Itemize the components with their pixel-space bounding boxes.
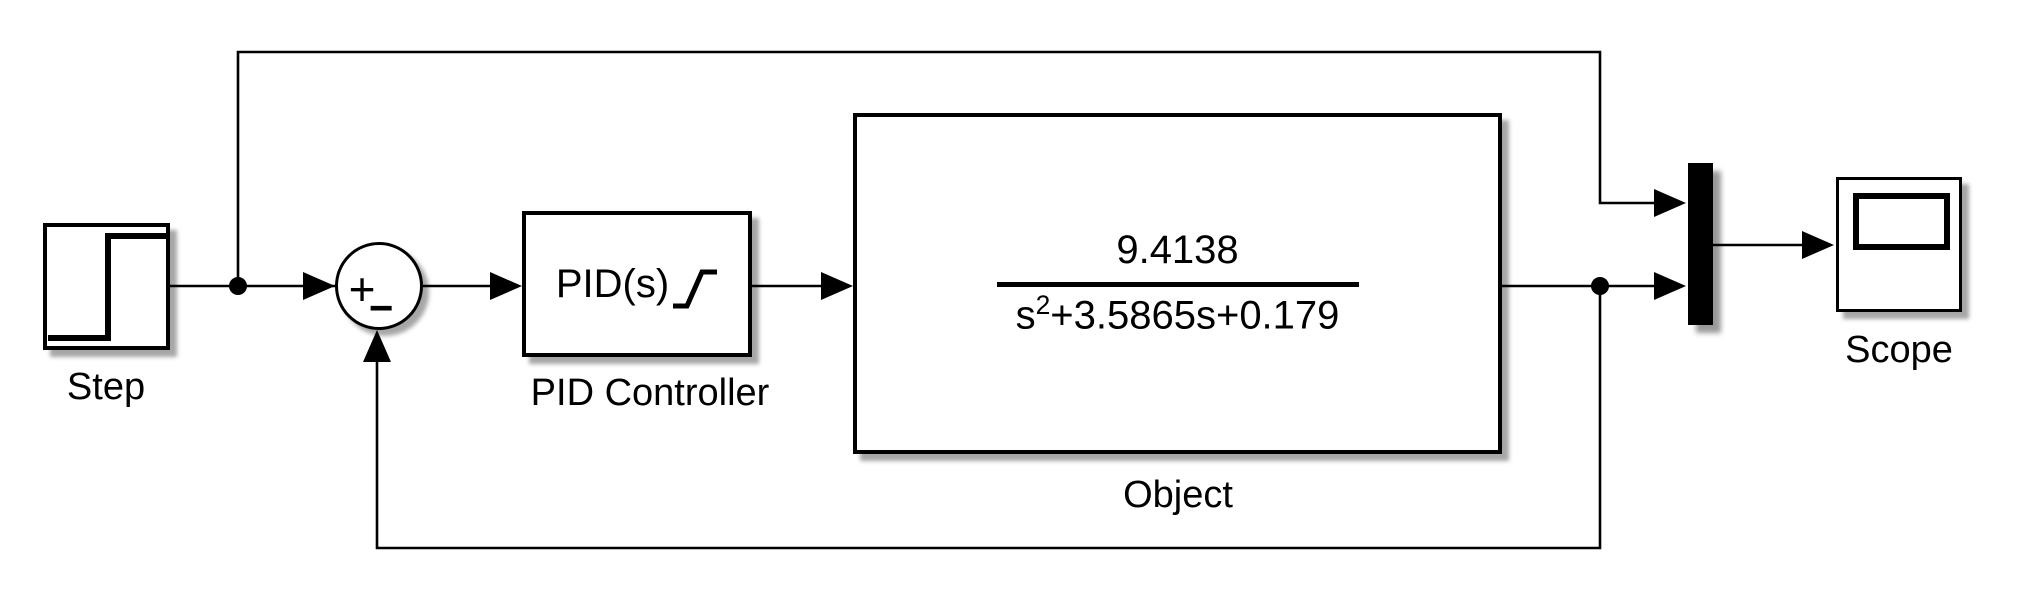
saturation-icon: [673, 269, 718, 309]
wire-sum-to-pid[interactable]: [423, 272, 522, 300]
fraction-bar: [996, 282, 1359, 288]
sum-junction-block[interactable]: + −: [335, 242, 423, 331]
pid-display-text: PID(s): [555, 261, 670, 306]
step-waveform-icon: [48, 233, 166, 341]
tf-den-rest: +3.5865s+0.179: [1050, 293, 1340, 338]
tf-den-base: s: [1015, 293, 1036, 338]
wire-step-to-sum[interactable]: [170, 272, 335, 300]
wire-pid-to-object[interactable]: [752, 272, 853, 300]
arrowhead-icon: [303, 272, 335, 300]
scope-block[interactable]: [1836, 177, 1962, 312]
step-block-label: Step: [66, 366, 146, 409]
pid-controller-block[interactable]: PID(s): [522, 211, 752, 357]
arrowhead-icon: [821, 272, 853, 300]
wire-object-to-mux-bottom[interactable]: [1502, 272, 1686, 300]
arrowhead-icon: [1802, 231, 1834, 259]
pid-controller-label: PID Controller: [530, 372, 770, 415]
object-transfer-fcn-block[interactable]: 9.4138 s2+3.5865s+0.179: [853, 113, 1502, 454]
scope-screen-icon: [1853, 193, 1950, 250]
arrowhead-icon: [1654, 272, 1686, 300]
tf-numerator: 9.4138: [1116, 228, 1239, 273]
step-block[interactable]: [43, 223, 170, 350]
arrowhead-icon: [363, 330, 391, 362]
pid-block-content: PID(s): [556, 259, 718, 309]
sum-minus-sign: −: [368, 284, 394, 331]
scope-block-label: Scope: [1845, 329, 1953, 372]
sum-plus-sign: +: [348, 263, 376, 315]
tf-denominator: s2+3.5865s+0.179: [1016, 290, 1340, 338]
wire-mux-to-scope[interactable]: [1713, 231, 1834, 259]
arrowhead-icon: [490, 272, 522, 300]
object-block-label: Object: [1123, 474, 1233, 517]
wire-branch-to-mux-top[interactable]: [236, 50, 1686, 286]
tf-den-exponent: 2: [1035, 290, 1051, 321]
wire-feedback-to-sum[interactable]: [363, 286, 1602, 550]
mux-block[interactable]: [1688, 163, 1713, 325]
transfer-function: 9.4138 s2+3.5865s+0.179: [996, 228, 1359, 338]
arrowhead-icon: [1654, 189, 1686, 217]
